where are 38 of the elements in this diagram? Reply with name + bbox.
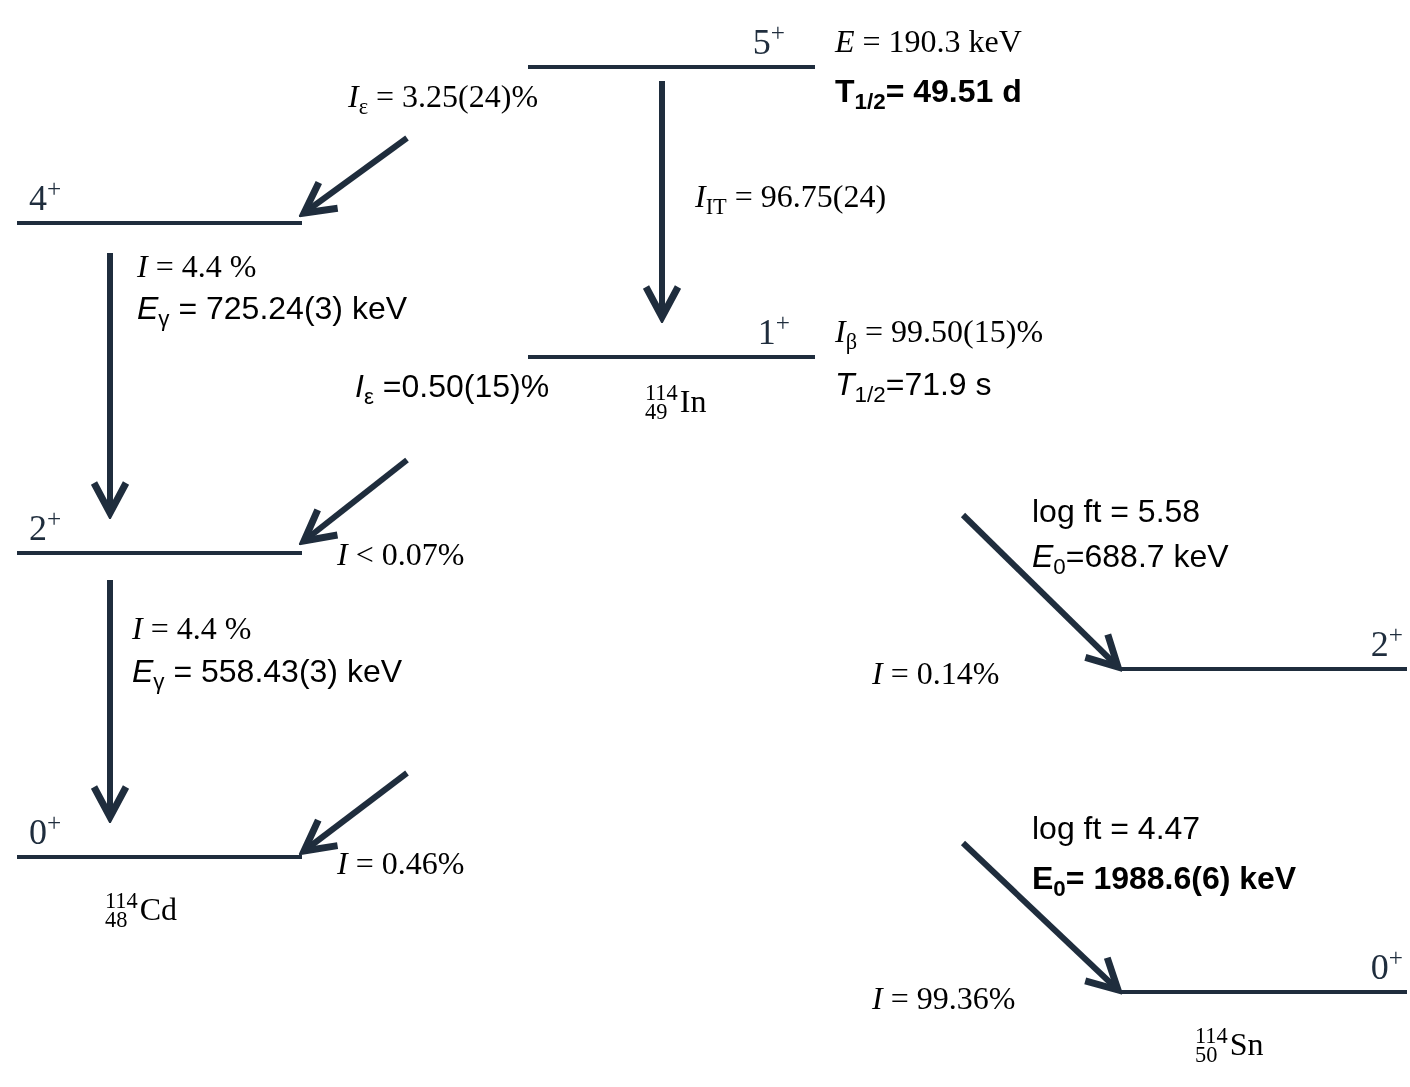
transition-arrow — [300, 457, 409, 545]
spin-parity-label: 2$^{+}$ — [29, 507, 62, 550]
transition-arrow — [300, 135, 409, 217]
transition-arrow — [300, 770, 409, 855]
edge-label: I = 0.46% — [337, 844, 465, 883]
transition-arrow — [90, 580, 130, 821]
transition-arrow — [960, 512, 1122, 671]
energy-level — [17, 183, 302, 225]
spin-parity-label: 4$^{+}$ — [29, 177, 62, 220]
edge-label: I = 4.4 % — [137, 247, 257, 286]
transition-arrow — [960, 840, 1122, 994]
level-annotation: I$_{ε}$ =0.50(15)% — [355, 367, 550, 406]
energy-level — [528, 27, 815, 69]
spin-parity-label: 5$^{+}$ — [752, 21, 785, 64]
spin-parity-label: 0$^{+}$ — [29, 811, 62, 854]
spin-parity-label: 2$^{+}$ — [1370, 623, 1403, 666]
transition-arrow — [642, 81, 682, 321]
edge-label: I = 4.4 % — [132, 609, 252, 648]
energy-level — [1120, 629, 1407, 671]
energy-level — [528, 317, 815, 359]
log-ft-label: log ft = 4.47 — [1032, 809, 1201, 848]
energy-level — [17, 513, 302, 555]
level-annotation: E = 190.3 keV — [835, 22, 1022, 61]
log-ft-label: log ft = 5.58 — [1032, 492, 1201, 531]
transition-arrow — [90, 253, 130, 517]
edge-label: I$_{IT}$ = 96.75(24) — [695, 177, 887, 216]
edge-label: I = 99.36% — [872, 979, 1016, 1018]
energy-level — [1120, 952, 1407, 994]
spin-parity-label: 0$^{+}$ — [1370, 946, 1403, 989]
spin-parity-label: 1$^{+}$ — [757, 311, 790, 354]
level-annotation: T$_{1/2}$= 49.51 d — [835, 72, 1022, 111]
edge-label: I = 0.14% — [872, 654, 1000, 693]
edge-label: I < 0.07% — [337, 535, 465, 574]
endpoint-energy-label: E$_{0}$=688.7 keV — [1032, 537, 1229, 576]
level-annotation: T$_{1/2}$=71.9 s — [835, 365, 992, 404]
level-annotation: I$_{ε}$ = 3.25(24)% — [348, 77, 539, 116]
energy-level — [17, 817, 302, 859]
endpoint-energy-label: E$_{0}$= 1988.6(6) keV — [1032, 859, 1297, 898]
